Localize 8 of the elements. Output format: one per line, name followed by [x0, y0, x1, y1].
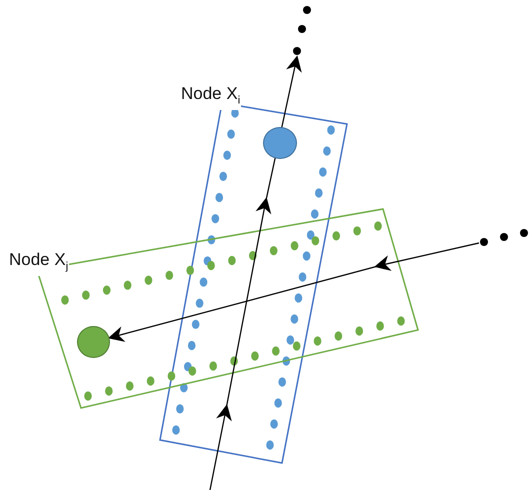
node-label: Node X$_{j}$: [8, 250, 70, 276]
node-circle: [77, 326, 110, 358]
ellipsis-dots: [292, 5, 312, 57]
arrow: [209, 56, 302, 490]
arrow: [109, 242, 480, 342]
ellipsis-dots: [479, 228, 529, 247]
node-label: Node X$_{i}$: [180, 84, 242, 110]
node-circle: [263, 127, 297, 159]
